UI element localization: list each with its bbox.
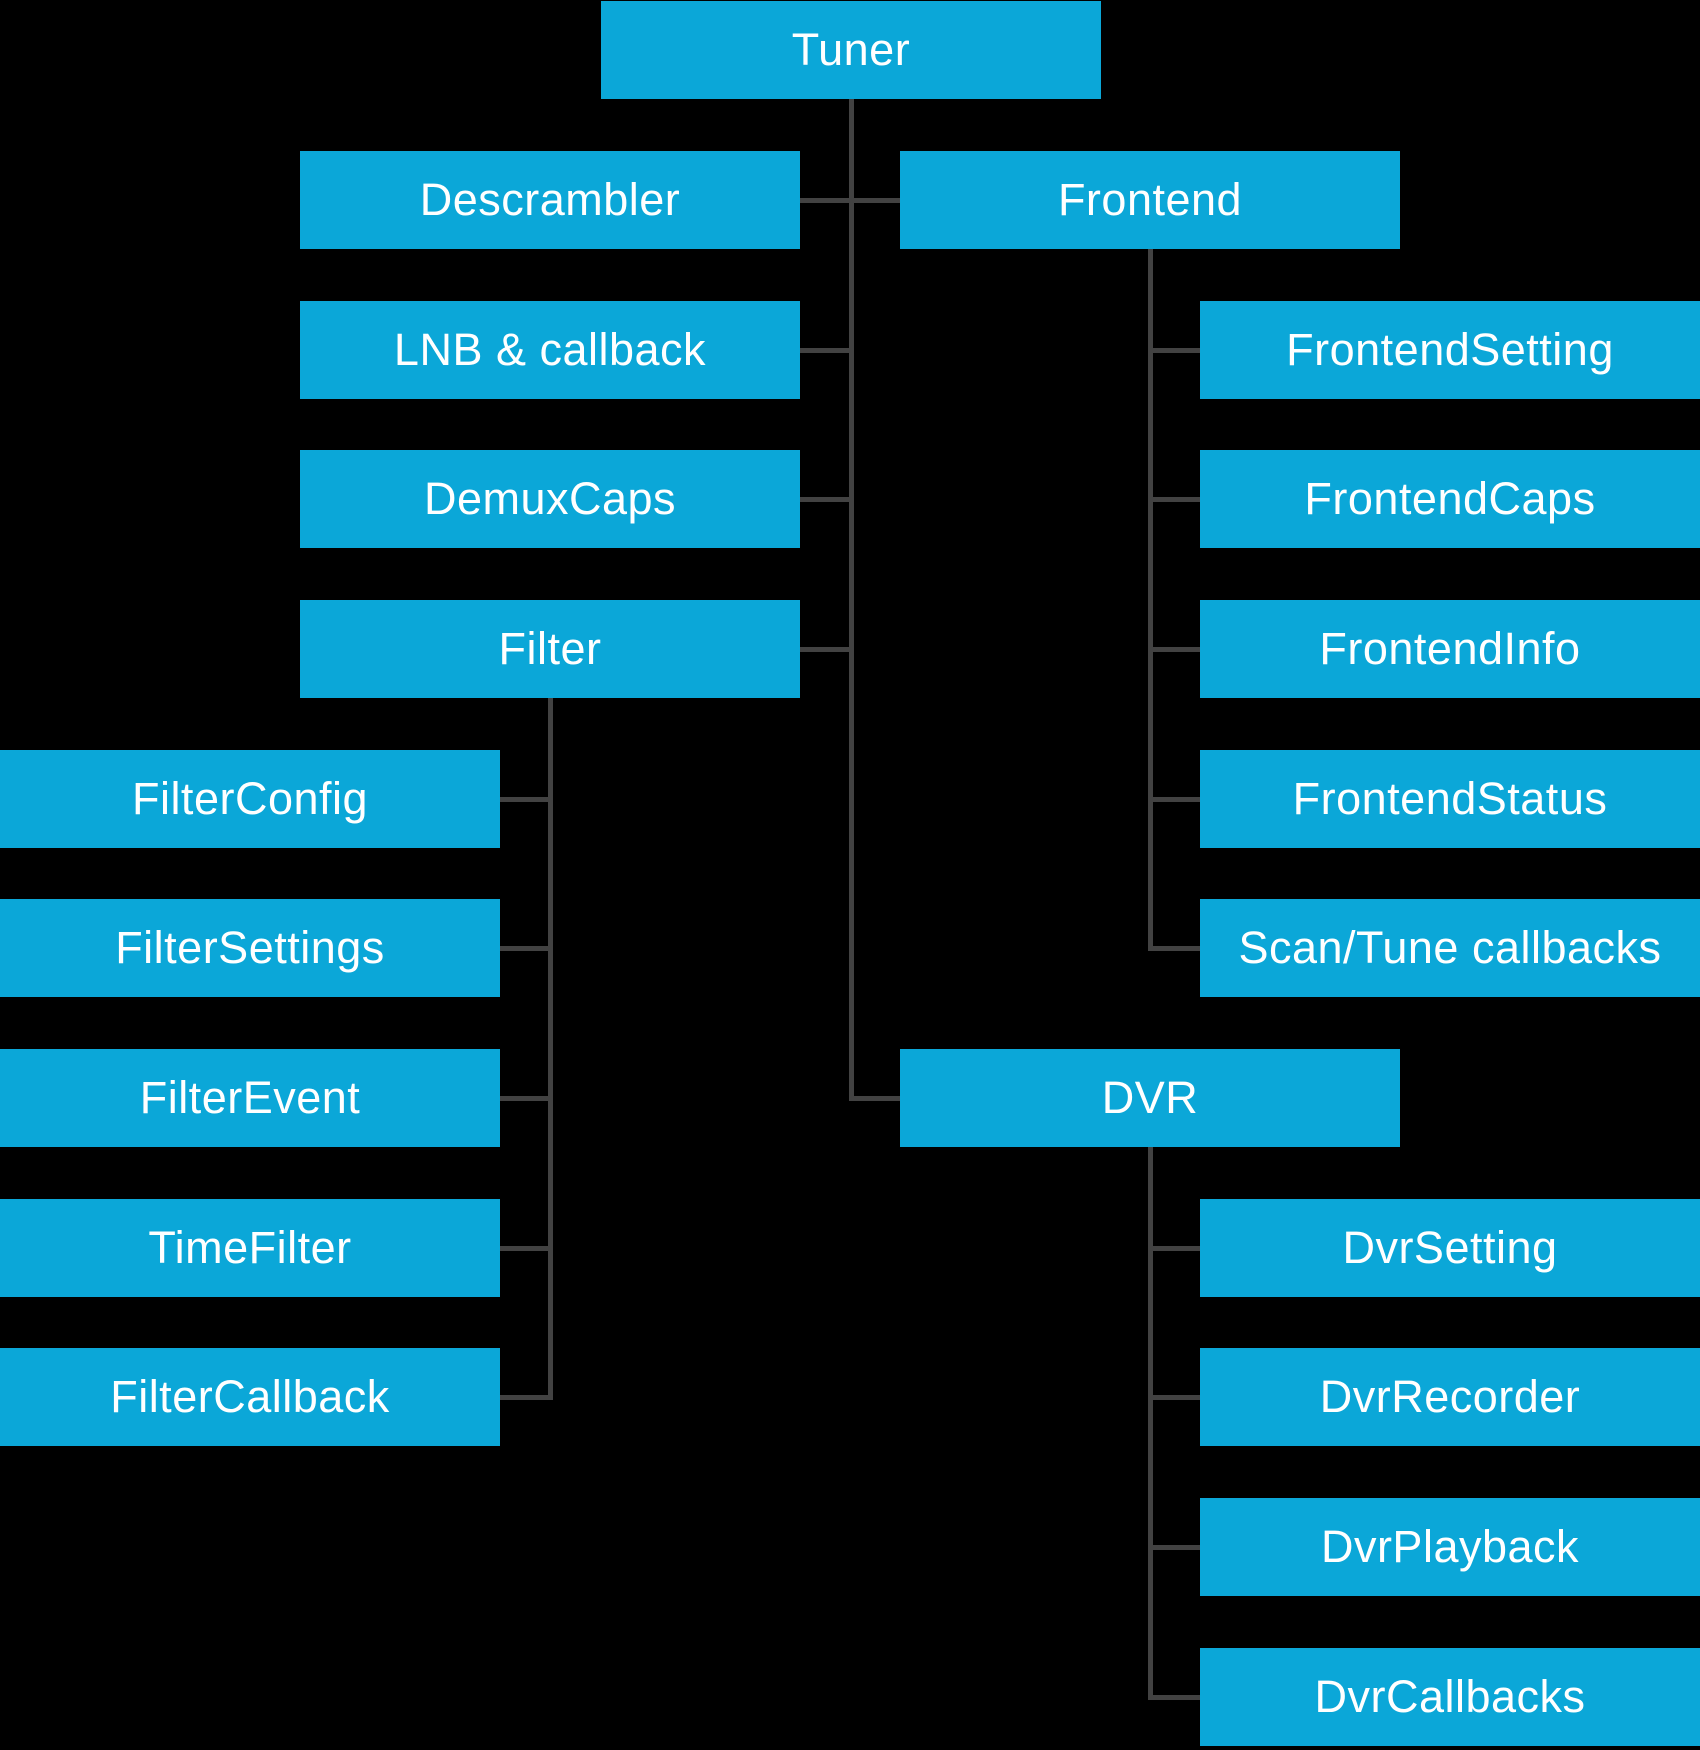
connector-line bbox=[500, 1394, 550, 1400]
connector-line bbox=[500, 1245, 550, 1251]
node-demuxcaps: DemuxCaps bbox=[300, 450, 800, 548]
connector-line bbox=[500, 1095, 550, 1101]
node-filterevent: FilterEvent bbox=[0, 1049, 500, 1147]
node-filtercallback: FilterCallback bbox=[0, 1348, 500, 1446]
node-scantune-callbacks: Scan/Tune callbacks bbox=[1200, 899, 1700, 997]
node-descrambler: Descrambler bbox=[300, 151, 800, 249]
node-dvr: DVR bbox=[900, 1049, 1400, 1147]
connector-line bbox=[1147, 1147, 1153, 1700]
node-filter: Filter bbox=[300, 600, 800, 698]
node-filtersettings: FilterSettings bbox=[0, 899, 500, 997]
connector-line bbox=[851, 1095, 900, 1101]
node-frontendstatus: FrontendStatus bbox=[1200, 750, 1700, 848]
connector-line bbox=[1150, 646, 1200, 652]
connector-line bbox=[1150, 1245, 1200, 1251]
node-tuner: Tuner bbox=[601, 1, 1101, 99]
connector-line bbox=[1147, 249, 1153, 951]
node-frontendcaps: FrontendCaps bbox=[1200, 450, 1700, 548]
node-timefilter: TimeFilter bbox=[0, 1199, 500, 1297]
connector-line bbox=[800, 347, 851, 353]
connector-line bbox=[848, 99, 854, 1101]
node-frontendinfo: FrontendInfo bbox=[1200, 600, 1700, 698]
connector-line bbox=[800, 646, 851, 652]
node-frontend: Frontend bbox=[900, 151, 1400, 249]
connector-line bbox=[1150, 1544, 1200, 1550]
connector-line bbox=[500, 796, 550, 802]
node-filterconfig: FilterConfig bbox=[0, 750, 500, 848]
connector-line bbox=[800, 496, 851, 502]
connector-line bbox=[1150, 347, 1200, 353]
node-frontendsetting: FrontendSetting bbox=[1200, 301, 1700, 399]
connector-line bbox=[1150, 796, 1200, 802]
node-dvrcallbacks: DvrCallbacks bbox=[1200, 1648, 1700, 1746]
node-dvrplayback: DvrPlayback bbox=[1200, 1498, 1700, 1596]
node-dvrrecorder: DvrRecorder bbox=[1200, 1348, 1700, 1446]
node-dvrsetting: DvrSetting bbox=[1200, 1199, 1700, 1297]
connector-line bbox=[800, 197, 900, 203]
node-lnb-callback: LNB & callback bbox=[300, 301, 800, 399]
connector-line bbox=[1150, 945, 1200, 951]
connector-line bbox=[1150, 496, 1200, 502]
connector-line bbox=[547, 698, 553, 1400]
connector-line bbox=[500, 945, 550, 951]
connector-line bbox=[1150, 1694, 1200, 1700]
connector-line bbox=[1150, 1394, 1200, 1400]
